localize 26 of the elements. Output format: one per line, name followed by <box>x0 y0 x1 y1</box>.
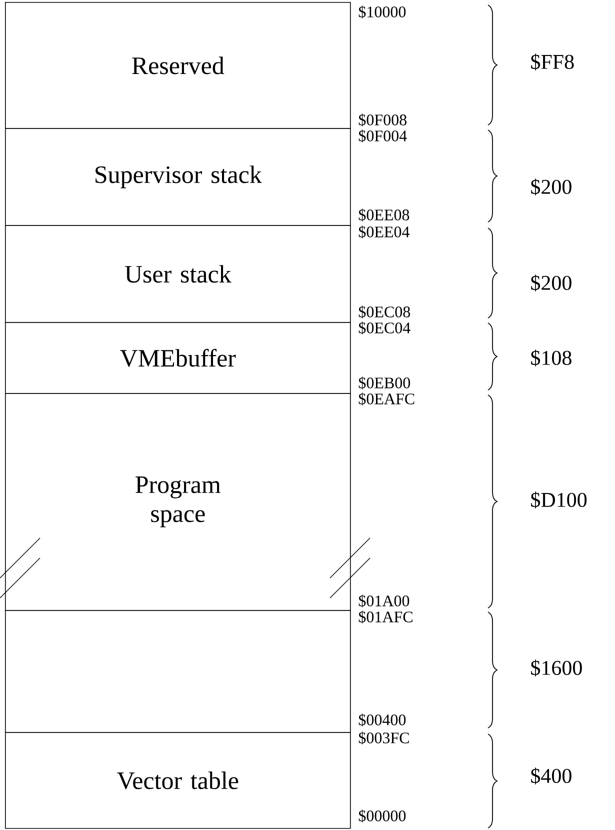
address-label: $01AFC <box>358 610 412 624</box>
address-label: $0EB00 <box>358 376 410 390</box>
size-label: $200 <box>531 178 572 196</box>
memory-block: User stack <box>5 225 351 323</box>
address-label: $003FC <box>358 732 409 744</box>
memory-block: VMEbuffer <box>5 322 351 394</box>
memory-block: Program space <box>5 393 351 611</box>
address-label: $00400 <box>358 714 406 726</box>
size-label: $400 <box>531 768 572 784</box>
size-label: $FF8 <box>531 54 574 70</box>
memory-block: Reserved <box>5 2 351 129</box>
address-label: $0F008 <box>358 114 406 126</box>
address-label: $0EE08 <box>358 208 410 222</box>
size-label: $1600 <box>531 660 582 676</box>
size-label: $200 <box>531 274 572 292</box>
address-label: $0EAFC <box>358 392 414 406</box>
address-label: $0EE04 <box>358 226 410 238</box>
address-label: $0EC04 <box>358 322 410 334</box>
memory-block: Supervisor stack <box>5 128 351 226</box>
memory-block <box>5 610 351 733</box>
size-label: $108 <box>531 350 572 366</box>
address-label: $0F004 <box>358 130 407 142</box>
memory-block: Vector table <box>5 732 351 829</box>
size-label: $D100 <box>531 492 587 508</box>
address-label: $01A00 <box>358 594 410 608</box>
address-label: $0EC08 <box>358 306 410 318</box>
